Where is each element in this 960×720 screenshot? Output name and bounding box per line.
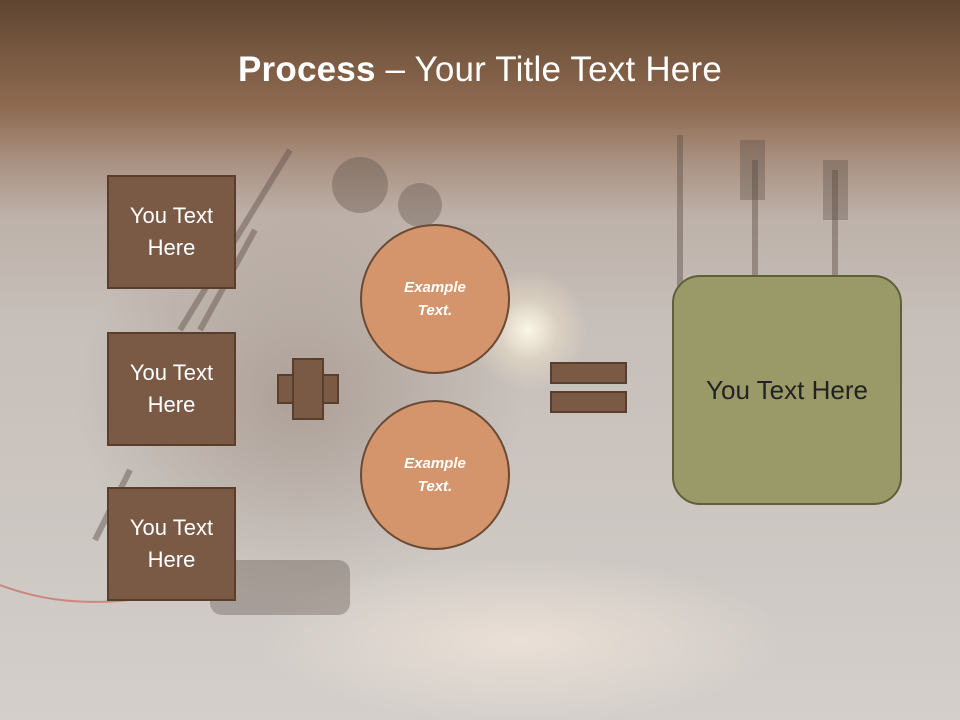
input-box-label: You Text Here: [129, 203, 214, 260]
result-box: You Text Here: [672, 275, 902, 505]
example-circle-2: Example Text.: [360, 400, 510, 550]
input-box-1: You Text Here: [107, 175, 236, 289]
slide-title: Process – Your Title Text Here: [0, 50, 960, 90]
input-box-2: You Text Here: [107, 332, 236, 446]
example-circle-1: Example Text.: [360, 224, 510, 374]
example-line-2: Text.: [417, 478, 453, 495]
equals-bar-bottom: [550, 391, 627, 413]
example-line-2: Text.: [417, 302, 453, 319]
input-box-3: You Text Here: [107, 487, 236, 601]
example-line-1: Example: [404, 455, 466, 472]
input-box-label: You Text Here: [129, 515, 214, 572]
title-bold: Process: [238, 50, 376, 89]
plus-center: [294, 376, 322, 402]
input-box-label: You Text Here: [129, 360, 214, 417]
title-rest: – Your Title Text Here: [375, 50, 722, 89]
equals-bar-top: [550, 362, 627, 384]
example-line-1: Example: [404, 279, 466, 296]
result-label: You Text Here: [706, 374, 868, 405]
